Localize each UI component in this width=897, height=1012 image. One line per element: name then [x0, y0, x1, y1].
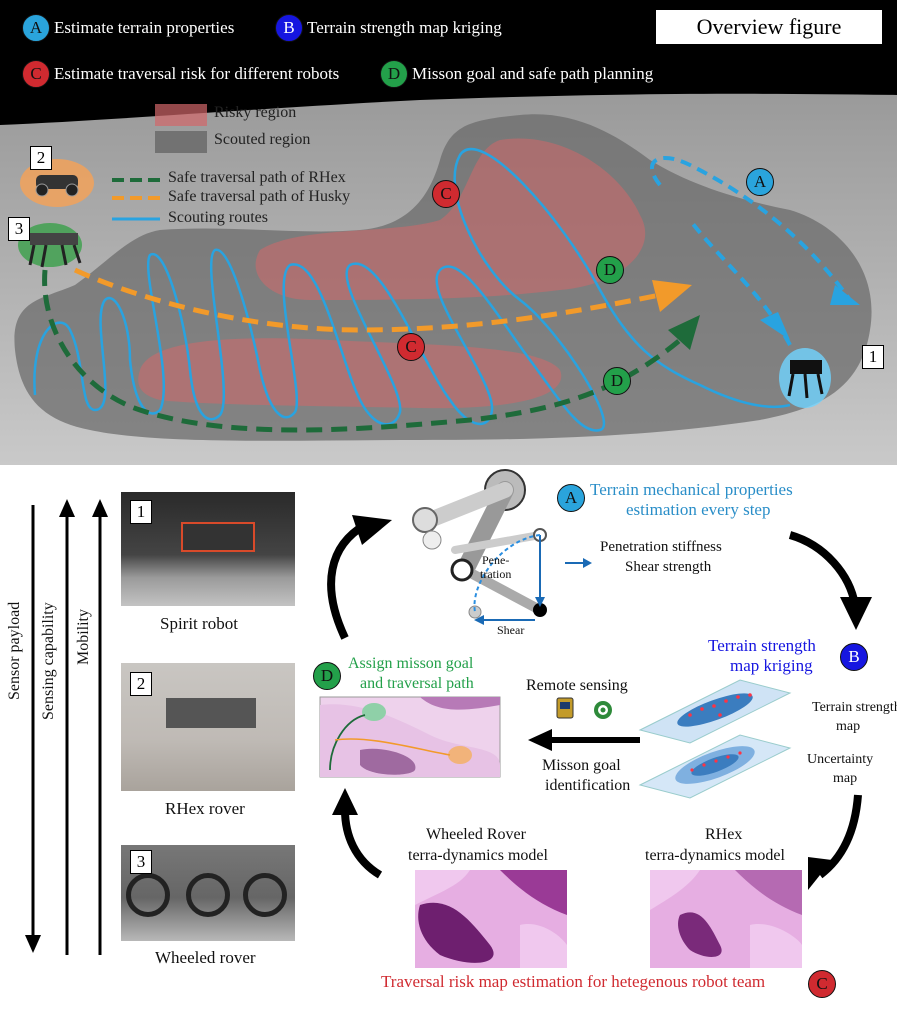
- strength-map-label-1: Terrain strength: [812, 700, 897, 715]
- husky-arrowhead: [652, 280, 692, 312]
- husky-path-label: Safe traversal path of Husky: [168, 188, 351, 205]
- robot-number-3: 3: [8, 217, 30, 241]
- legend-task-label: Estimate terrain properties: [54, 18, 235, 37]
- rhex-icon: [30, 233, 78, 245]
- rhex-model-line2: terra-dynamics model: [645, 847, 785, 864]
- penetration-label-1: Pene-: [482, 553, 510, 567]
- rhex-path: [42, 269, 682, 433]
- risky-swatch: [155, 104, 207, 126]
- cycle-arrow-c-to-d: [341, 809, 383, 879]
- shear-strength-label: Shear strength: [625, 559, 712, 575]
- badge-a: A: [22, 14, 50, 42]
- cycle-arrow-a-to-b: [788, 531, 859, 606]
- axis-arrows: [25, 499, 108, 955]
- leg-diagram: [412, 469, 592, 625]
- legend-task-c: C Estimate traversal risk for different …: [22, 60, 339, 88]
- uncertainty-map: [638, 734, 792, 799]
- marker-a: A: [746, 168, 774, 196]
- scouting-route-a: [650, 155, 852, 302]
- robot-number-1: 1: [862, 345, 884, 369]
- scouted-region-label: Scouted region: [214, 131, 311, 148]
- arrowhead-a2: [760, 312, 790, 340]
- robot-number-3-photo: 3: [130, 850, 152, 874]
- step-d-title-line1: Assign misson goal: [348, 655, 474, 672]
- step-c-badge: C: [808, 970, 836, 998]
- step-d-title-line2: and traversal path: [360, 675, 474, 692]
- legend-task-b: B Terrain strength map kriging: [275, 14, 502, 42]
- legend-task-a: A Estimate terrain properties: [22, 14, 234, 42]
- legend-task-d: D Misson goal and safe path planning: [380, 60, 653, 88]
- wheeled-risk-map: [415, 870, 567, 968]
- badge-b: B: [275, 14, 303, 42]
- rhex-arrowhead: [668, 315, 700, 350]
- strength-map-label-2: map: [836, 719, 861, 734]
- rhex-model-line1: RHex: [705, 826, 743, 843]
- legend-task-label: Terrain strength map kriging: [307, 18, 502, 37]
- overview-title: Overview figure: [656, 10, 882, 44]
- marker-d-upper: D: [596, 256, 624, 284]
- rhex-rover-icon: [166, 698, 256, 728]
- step-c-title: Traversal risk map estimation for hetege…: [381, 972, 766, 991]
- scouting-route: [33, 147, 791, 432]
- step-d-badge: D: [313, 662, 341, 690]
- overview-panel: A Estimate terrain properties B Terrain …: [0, 0, 897, 465]
- sensor-payload-label: Sensor payload: [6, 601, 23, 700]
- arrowhead-a1: [830, 285, 860, 305]
- shear-label: Shear: [497, 623, 525, 637]
- penetration-stiffness-label: Penetration stiffness: [600, 539, 722, 555]
- step-b-badge: B: [840, 643, 868, 671]
- wheeled-model-line2: terra-dynamics model: [408, 847, 548, 864]
- mobility-label: Mobility: [75, 608, 92, 665]
- step-a-title-line2: estimation every step: [626, 500, 771, 519]
- uncertainty-map-label-1: Uncertainty: [807, 752, 874, 767]
- sensing-capability-label: Sensing capability: [40, 602, 57, 720]
- badge-c: C: [22, 60, 50, 88]
- goal-identification-line1: Misson goal: [542, 757, 621, 774]
- rhex-risk-map: [650, 870, 802, 968]
- legend-task-label: Estimate traversal risk for different ro…: [54, 64, 340, 83]
- cycle-arrow-d-to-a: [327, 521, 368, 640]
- badge-d: D: [380, 60, 408, 88]
- robot-number-2: 2: [30, 146, 52, 170]
- step-b-title-line1: Terrain strength: [708, 636, 816, 655]
- spirit-robot-icon: [181, 522, 255, 552]
- risky-region-upper: [255, 138, 646, 300]
- spirit-icon: [790, 360, 822, 374]
- wheeled-rover-caption: Wheeled rover: [155, 948, 256, 967]
- husky-path: [73, 267, 661, 333]
- marker-c-lower: C: [397, 333, 425, 361]
- goal-map: [319, 696, 501, 778]
- rhex-rover-caption: RHex rover: [165, 799, 245, 818]
- step-a-title-line1: Terrain mechanical properties: [590, 480, 793, 499]
- risky-region-label: Risky region: [214, 104, 297, 121]
- cycle-arrow-b-to-c: [817, 794, 862, 879]
- strength-map: [638, 679, 792, 744]
- step-a-badge: A: [557, 484, 585, 512]
- goal-identification-line2: identification: [545, 777, 631, 794]
- bottom-graphics: [25, 469, 872, 968]
- uncertainty-map-label-2: map: [833, 771, 858, 786]
- step-b-title-line2: map kriging: [730, 656, 813, 675]
- robot-number-2-photo: 2: [130, 672, 152, 696]
- penetration-label-2: tration: [480, 567, 512, 581]
- scouted-swatch: [155, 131, 207, 153]
- spirit-robot-caption: Spirit robot: [160, 614, 238, 633]
- marker-d-lower: D: [603, 367, 631, 395]
- terrain-scene: [0, 93, 897, 465]
- remote-sensing-label: Remote sensing: [526, 677, 628, 694]
- marker-c-upper: C: [432, 180, 460, 208]
- robot-number-1-photo: 1: [130, 500, 152, 524]
- legend-task-label: Misson goal and safe path planning: [412, 64, 654, 83]
- scouting-routes-label: Scouting routes: [168, 209, 268, 226]
- wheeled-model-line1: Wheeled Rover: [426, 826, 526, 843]
- rhex-path-label: Safe traversal path of RHex: [168, 169, 346, 186]
